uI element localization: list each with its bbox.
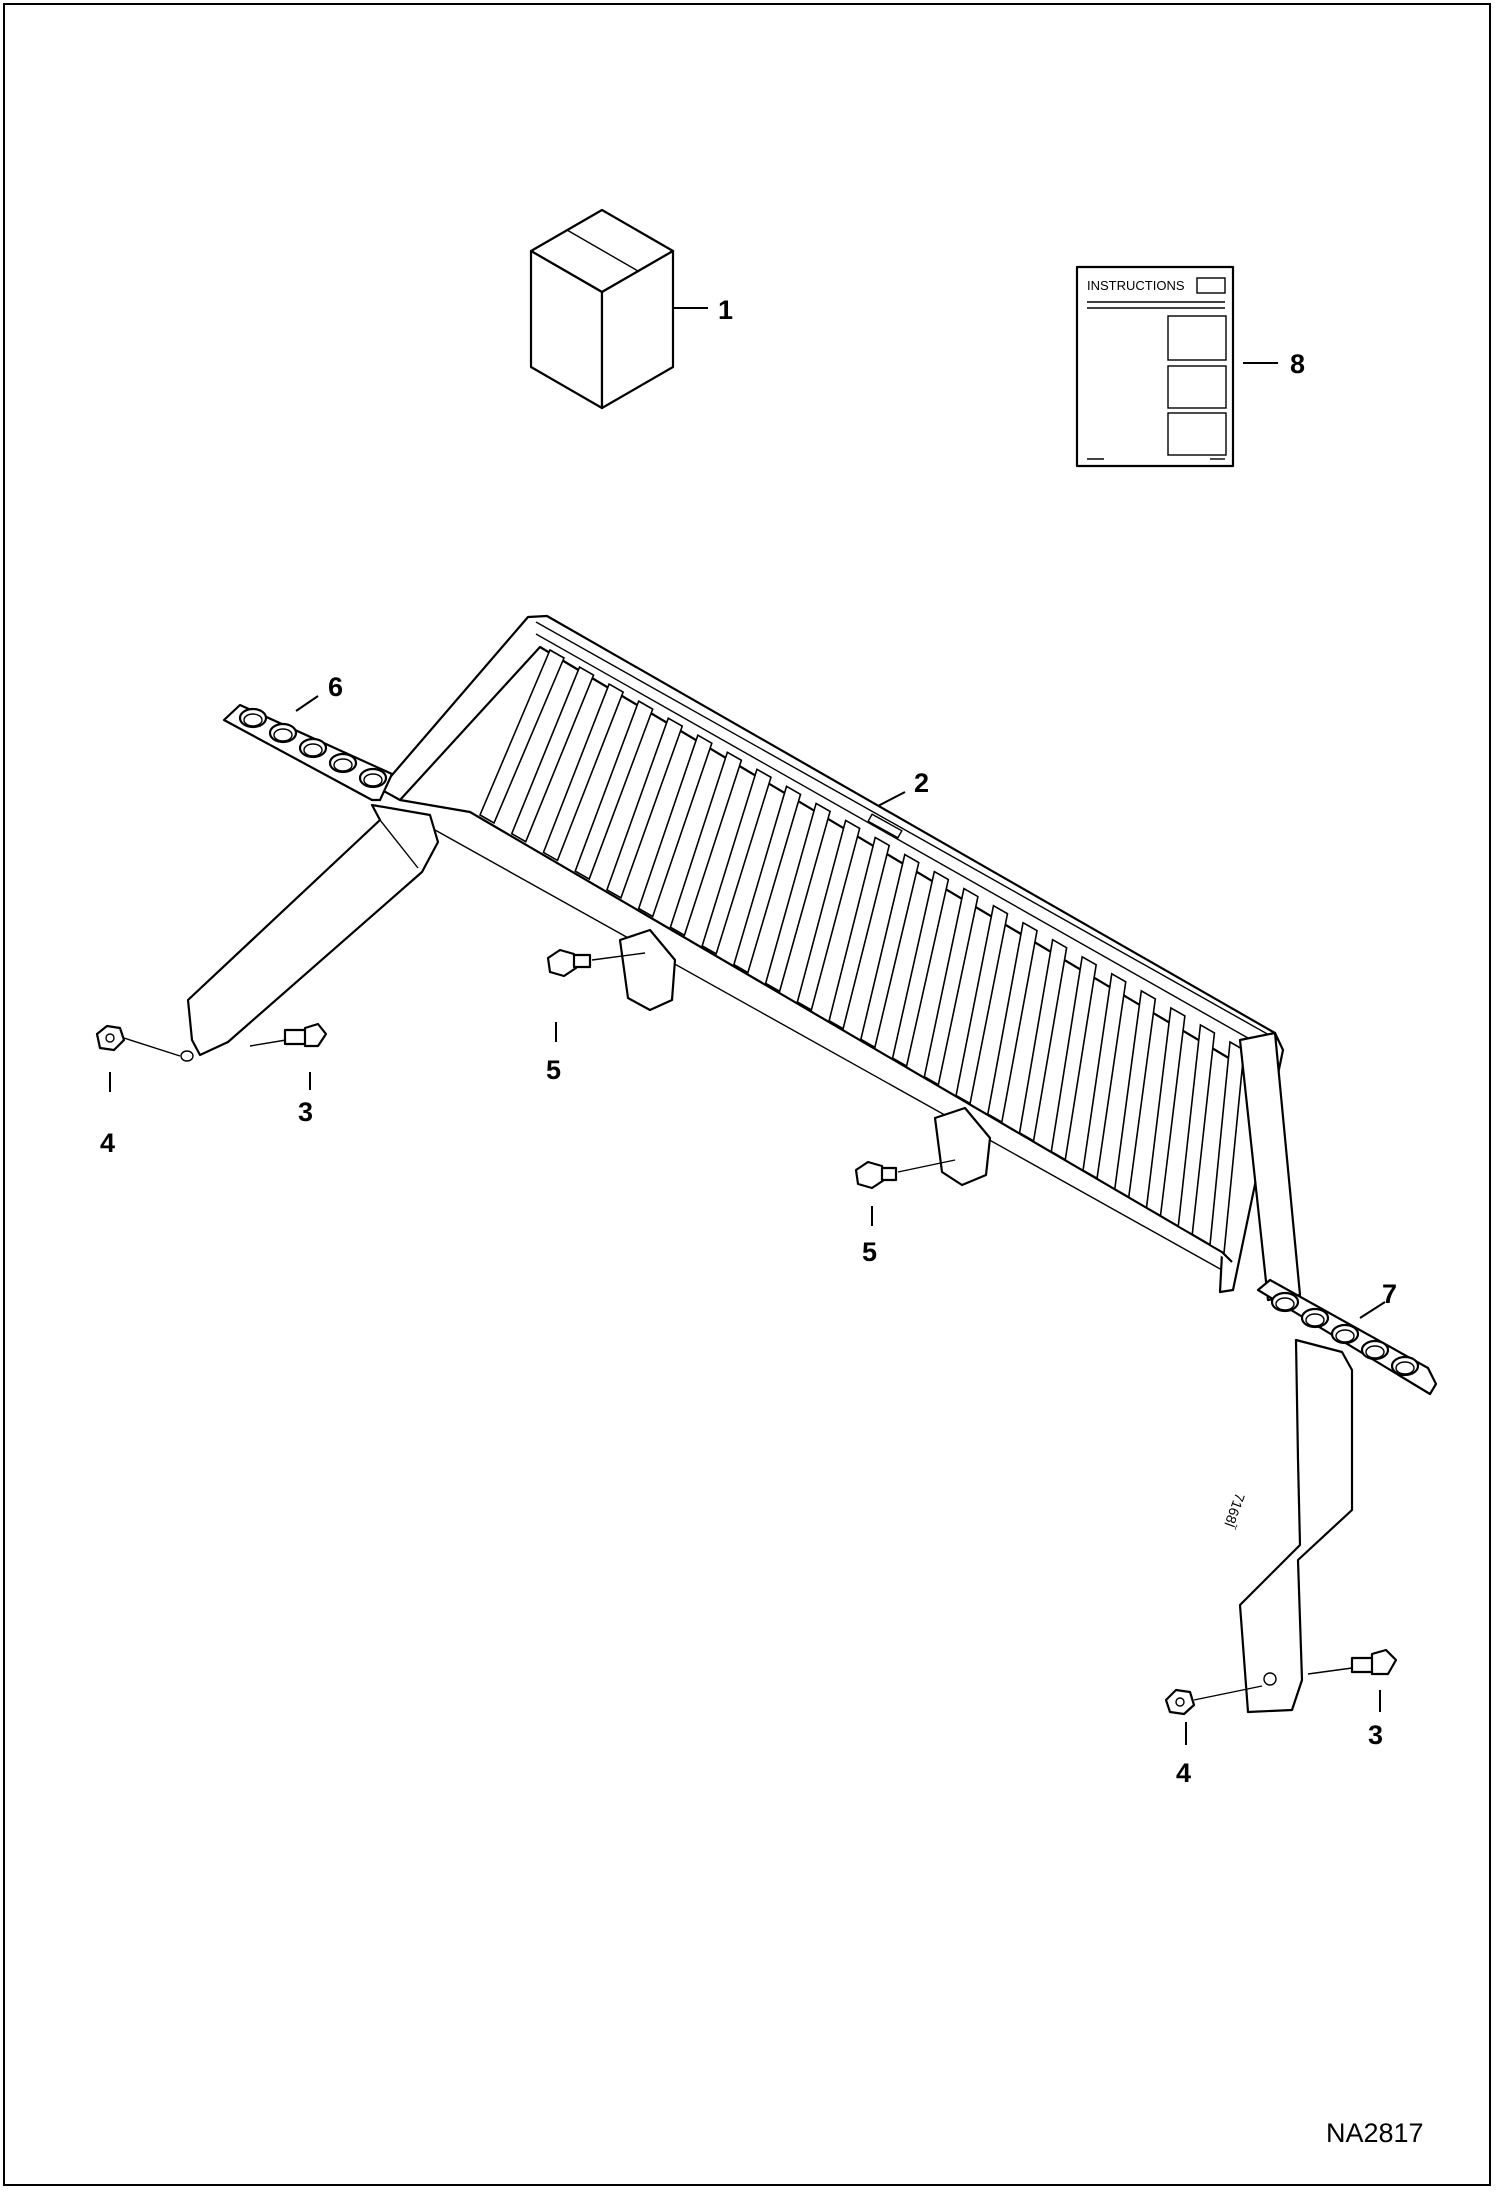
strip-hole <box>358 767 388 789</box>
callout-5-lower: 5 <box>862 1237 877 1267</box>
guard-rib <box>1082 972 1127 1180</box>
callout-1: 1 <box>718 295 733 325</box>
guard-rib <box>574 699 654 881</box>
guard-ribs <box>478 648 1245 1255</box>
callout-4-right: 4 <box>1176 1758 1191 1788</box>
figure-id: NA2817 <box>1326 2118 1424 2148</box>
leader-6 <box>295 695 319 712</box>
drawing-frame <box>3 3 1491 2186</box>
part-stamp: 7168ﺁ <box>1221 1491 1249 1531</box>
callout-3-left: 3 <box>298 1097 313 1127</box>
callout-3-right: 3 <box>1368 1720 1383 1750</box>
left-leg-bracket <box>180 803 440 1062</box>
strip-hole <box>238 707 268 729</box>
strip-hole-inner <box>273 728 293 742</box>
strip-hole-inner <box>303 743 323 757</box>
nut-4-right <box>1164 1685 1263 1716</box>
guard-rib <box>510 665 595 843</box>
guard-rib <box>891 870 950 1068</box>
strip-hole <box>1360 1339 1390 1361</box>
right-leg-bracket: 7168ﺁ <box>1221 1338 1354 1714</box>
guard-rib <box>605 717 684 899</box>
callout-7: 7 <box>1382 1279 1397 1309</box>
bolt-5-lower <box>854 1159 956 1190</box>
right-strip-holes <box>1270 1291 1420 1377</box>
guard-rib <box>1018 938 1068 1143</box>
callout-4-left: 4 <box>100 1128 115 1158</box>
guard-rib <box>923 887 979 1086</box>
leader-2 <box>877 791 906 807</box>
strip-hole <box>1390 1355 1420 1377</box>
strip-hole-inner <box>363 773 383 787</box>
instructions-sheet-part: INSTRUCTIONS <box>1075 265 1235 468</box>
callout-6: 6 <box>328 672 343 702</box>
instructions-heading: INSTRUCTIONS <box>1087 278 1185 293</box>
right-strip-part <box>1256 1278 1438 1396</box>
guard-rib <box>764 802 832 993</box>
strip-hole-inner <box>1395 1361 1415 1375</box>
strip-hole <box>1300 1307 1330 1329</box>
left-strip-holes <box>238 707 388 789</box>
strip-hole-inner <box>1305 1313 1325 1327</box>
guard-rib <box>955 904 1009 1105</box>
strip-hole <box>328 752 358 774</box>
guard-rib <box>986 921 1038 1124</box>
kit-box-part <box>529 208 675 410</box>
strip-hole <box>1270 1291 1300 1313</box>
guard-rib <box>796 819 861 1012</box>
strip-hole-inner <box>243 713 263 727</box>
guard-rib <box>1113 989 1157 1199</box>
guard-rib <box>732 785 802 974</box>
strip-hole-inner <box>1275 1297 1295 1311</box>
strip-hole <box>298 737 328 759</box>
left-strip-part <box>222 703 394 802</box>
guard-rib <box>478 648 566 825</box>
bolt-5-upper <box>546 948 646 978</box>
callout-5-upper: 5 <box>546 1055 561 1085</box>
strip-hole <box>268 722 298 744</box>
strip-hole-inner <box>333 758 353 772</box>
strip-hole-inner <box>1365 1345 1385 1359</box>
bolt-3-right <box>1307 1648 1398 1676</box>
guard-rib <box>669 751 743 937</box>
guard-rib <box>542 682 625 862</box>
callout-8: 8 <box>1290 349 1305 379</box>
guard-rib <box>828 836 891 1030</box>
leader-7 <box>1359 1301 1386 1319</box>
guard-rib <box>859 853 920 1049</box>
guard-rib <box>1050 955 1098 1161</box>
strip-hole-inner <box>1335 1329 1355 1343</box>
guard-rib <box>1177 1023 1216 1236</box>
bolt-3-left <box>249 1022 328 1048</box>
callout-2: 2 <box>914 768 929 798</box>
guard-rib <box>637 734 713 918</box>
guard-rib <box>1209 1040 1245 1255</box>
strip-hole <box>1330 1323 1360 1345</box>
guard-rib <box>1145 1006 1186 1217</box>
guard-rib <box>701 768 772 956</box>
guard-frame-part <box>378 614 1302 1302</box>
nut-4-left <box>95 1024 181 1057</box>
